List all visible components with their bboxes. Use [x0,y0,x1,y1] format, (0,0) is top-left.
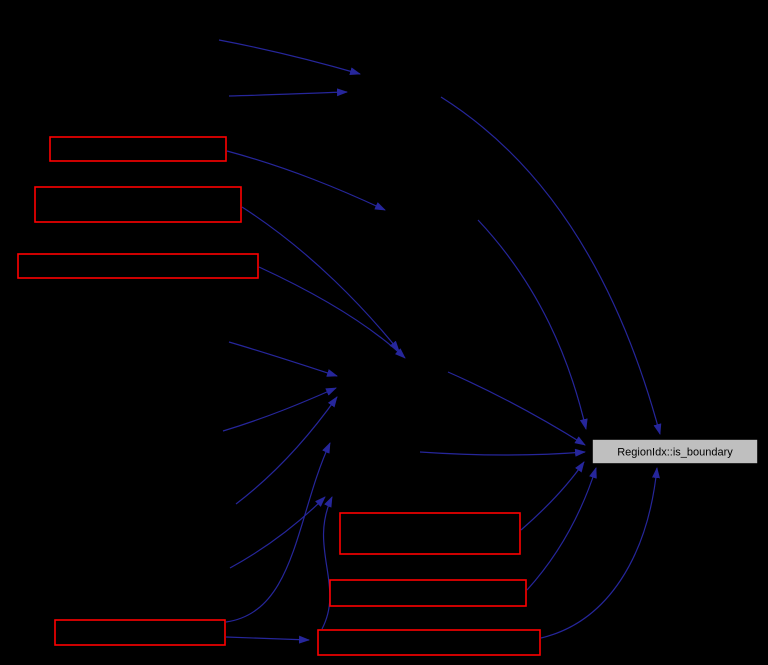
graph-edge-e9 [235,396,338,505]
node-caller-7-box[interactable] [317,629,541,656]
graph-edge-e5 [241,206,400,352]
graph-edge-e12 [321,496,333,630]
node-caller-6-box[interactable] [54,619,226,646]
node-caller-5[interactable] [329,579,527,607]
graph-edge-e11 [225,442,331,623]
node-caller-3[interactable] [17,253,259,279]
node-caller-7[interactable] [317,629,541,656]
graph-edge-e2 [228,88,348,97]
graph-edge-e13 [225,635,310,644]
graph-edge-e1 [218,39,361,76]
graph-edge-e6 [258,266,406,359]
graph-edge-e8 [222,387,337,432]
node-caller-2-box[interactable] [34,186,242,223]
node-caller-5-box[interactable] [329,579,527,607]
graph-edge-e18 [540,467,660,639]
node-caller-1-box[interactable] [49,136,227,162]
graph-edge-e19 [419,448,586,457]
graph-edge-e3 [440,96,662,435]
graph-edge-e16 [520,461,585,531]
graph-edge-e7 [228,341,338,377]
node-caller-1[interactable] [49,136,227,162]
graph-edge-e15 [477,219,588,430]
graph-edge-e17 [526,467,597,591]
node-caller-4-box[interactable] [339,512,521,555]
graph-edge-e4 [226,150,386,211]
node-regionidx-is-boundary[interactable]: RegionIdx::is_boundary [591,438,759,465]
node-regionidx-is-boundary-label: RegionIdx::is_boundary [617,447,733,459]
graph-edge-e10 [229,496,326,569]
graph-edge-e14 [447,371,586,446]
node-caller-4[interactable] [339,512,521,555]
node-caller-3-box[interactable] [17,253,259,279]
node-caller-6[interactable] [54,619,226,646]
node-caller-2[interactable] [34,186,242,223]
node-regionidx-is-boundary-box[interactable] [591,438,759,465]
